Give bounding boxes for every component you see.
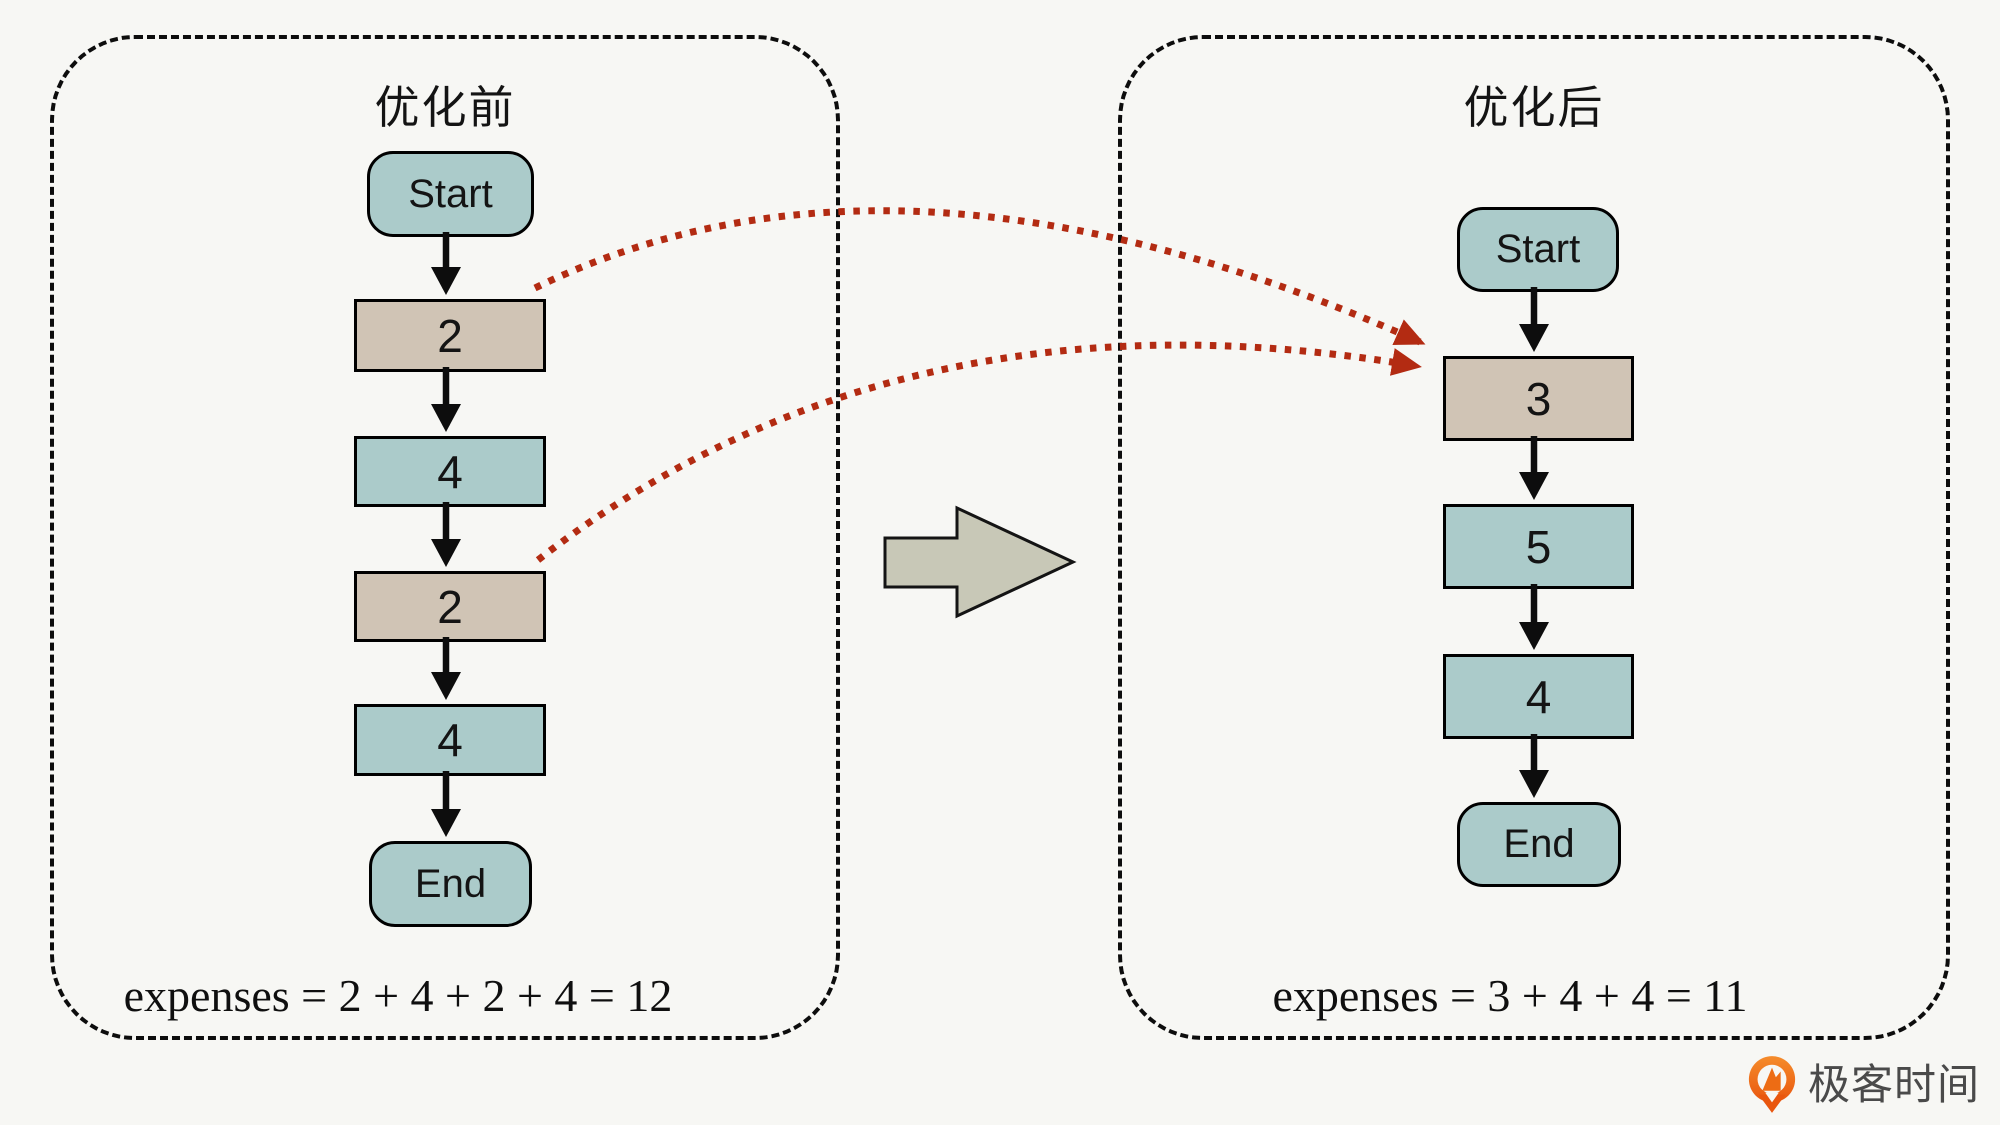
geektime-logo-icon (1748, 1056, 1796, 1113)
before-node-cost-2b: 2 (354, 571, 546, 642)
panel-after-title: 优化后 (1463, 82, 1605, 133)
before-node-cost-4b: 4 (354, 704, 546, 776)
before-expenses-formula: expenses = 2 + 4 + 2 + 4 = 12 (123, 970, 673, 1021)
before-node-start: Start (367, 151, 534, 237)
transform-arrow-icon (883, 505, 1077, 619)
before-node-cost-2a: 2 (354, 299, 546, 372)
after-node-cost-4: 4 (1443, 654, 1634, 739)
before-node-cost-4a: 4 (354, 436, 546, 507)
after-expenses-formula: expenses = 3 + 4 + 4 = 11 (1272, 970, 1748, 1021)
before-node-end: End (369, 841, 532, 927)
geektime-logo: 极客时间 (1746, 1054, 1980, 1116)
after-node-end: End (1457, 802, 1621, 887)
geektime-logo-text: 极客时间 (1808, 1061, 1981, 1108)
panel-before-optimization: 优化前 Start 2 4 2 4 End expenses = 2 + 4 +… (50, 35, 840, 1040)
after-node-cost-5: 5 (1443, 504, 1634, 589)
after-node-cost-3: 3 (1443, 356, 1634, 441)
after-node-start: Start (1457, 207, 1619, 292)
panel-after-optimization: 优化后 Start 3 5 4 End expenses = 3 + 4 + 4… (1118, 35, 1950, 1040)
panel-before-title: 优化前 (374, 82, 516, 133)
